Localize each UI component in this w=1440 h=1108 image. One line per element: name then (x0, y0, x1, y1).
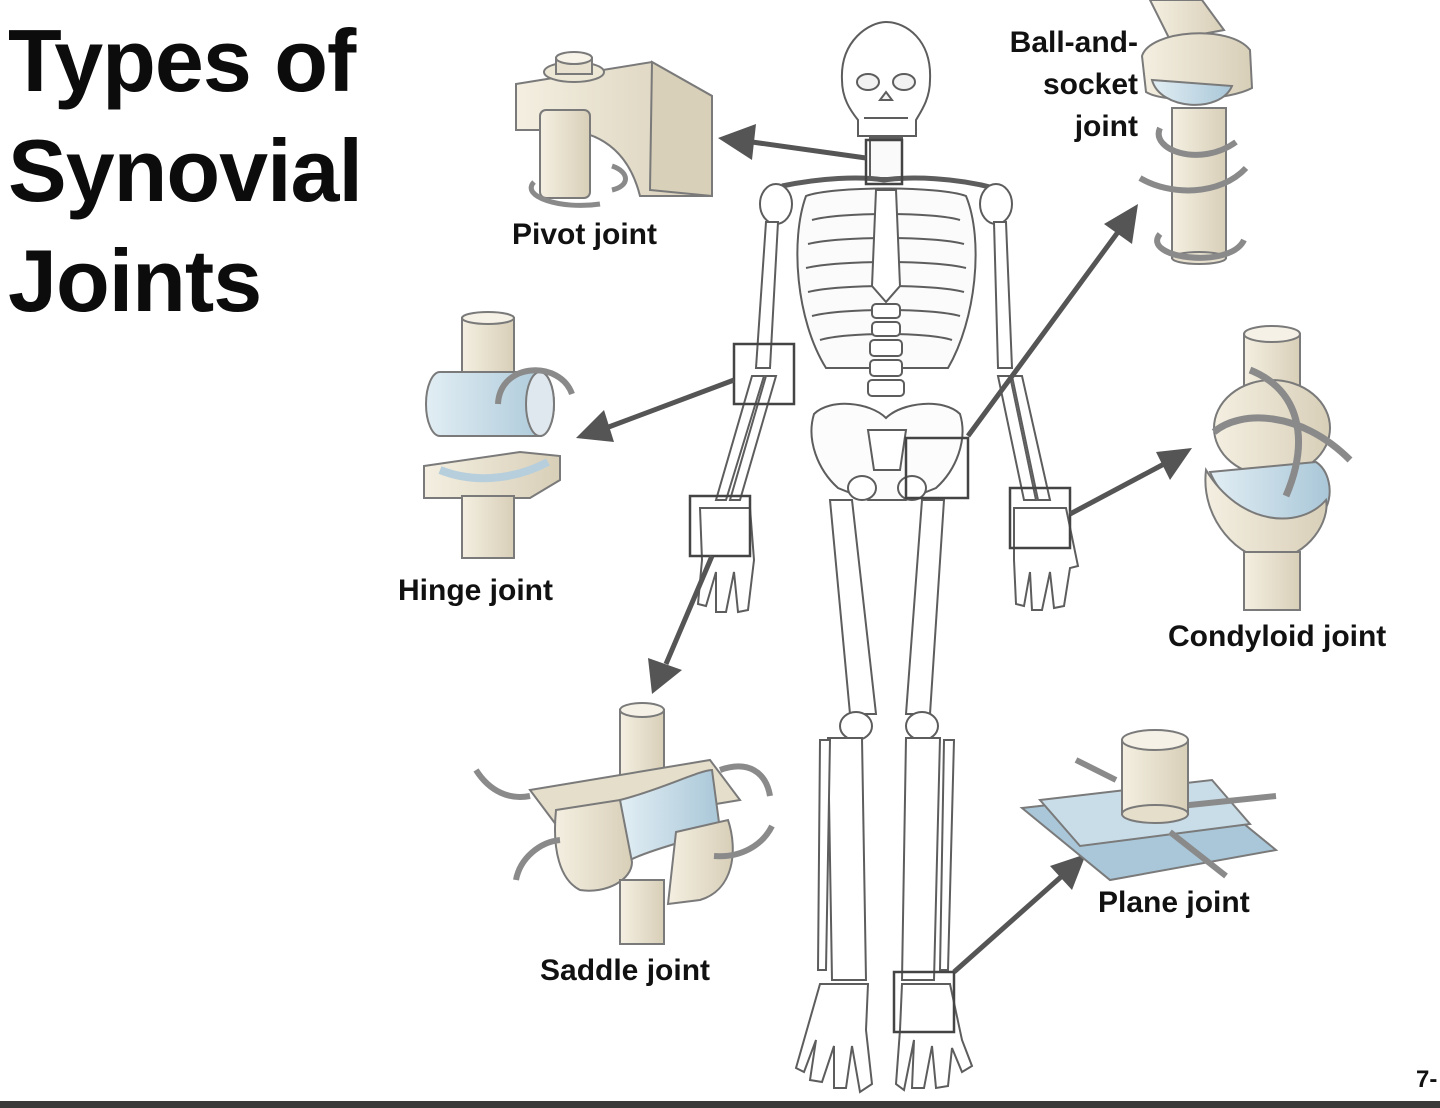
arrow-to-plane (952, 854, 1086, 974)
left-hand (696, 507, 756, 614)
label-condyloid-joint: Condyloid joint (1168, 620, 1387, 653)
locator-ankle (892, 970, 956, 1034)
locator-boxes (688, 138, 1072, 1034)
spine (867, 303, 905, 397)
bottom-rule (0, 1101, 1440, 1108)
plane-joint-illustration (1019, 729, 1279, 882)
label-ball-socket-line-2: socket (1042, 68, 1138, 101)
label-saddle-joint: Saddle joint (540, 954, 711, 987)
right-hand (1013, 507, 1080, 611)
skeleton (696, 20, 1080, 1094)
left-forearm (714, 375, 766, 501)
label-hinge-joint: Hinge joint (398, 574, 553, 607)
locator-right-wrist (1008, 486, 1072, 550)
title-line-1: Types of (8, 11, 356, 110)
label-ball-socket-line-1: Ball-and- (1009, 26, 1138, 59)
left-femur (828, 499, 878, 715)
label-ball-socket-line-3: joint (1074, 110, 1138, 143)
right-femur (904, 499, 946, 715)
skull (840, 20, 932, 137)
page-number: 7- (1416, 1066, 1438, 1093)
locator-left-wrist (688, 494, 752, 558)
right-tibia (900, 737, 942, 981)
pointer-arrows (576, 124, 1192, 974)
arrow-to-pivot (718, 124, 867, 161)
hinge-joint-illustration (423, 311, 575, 559)
left-humerus (754, 221, 780, 369)
arrow-to-ball-socket (965, 204, 1138, 438)
condyloid-joint-illustration (1204, 325, 1353, 611)
right-forearm (996, 375, 1038, 501)
left-foot (794, 983, 874, 1094)
arrow-to-condyloid (1068, 448, 1192, 517)
locator-neck (864, 138, 904, 186)
locator-hip (904, 436, 970, 500)
title-line-3: Joints (8, 231, 262, 330)
ball-socket-joint-illustration (1138, 0, 1254, 265)
label-ball-socket-joint: Ball-and- socket joint (960, 22, 1138, 148)
left-tibia (826, 737, 868, 981)
saddle-joint-illustration (473, 702, 775, 945)
label-plane-joint: Plane joint (1098, 886, 1250, 919)
slide-title: Types of Synovial Joints (8, 6, 363, 336)
pivot-joint-illustration (515, 51, 713, 208)
right-humerus (992, 221, 1014, 369)
label-pivot-joint: Pivot joint (512, 218, 657, 251)
right-foot (894, 983, 974, 1092)
locator-elbow (732, 342, 796, 406)
title-line-2: Synovial (8, 121, 363, 220)
arrow-to-hinge (576, 377, 735, 442)
arrow-to-saddle (648, 555, 715, 694)
